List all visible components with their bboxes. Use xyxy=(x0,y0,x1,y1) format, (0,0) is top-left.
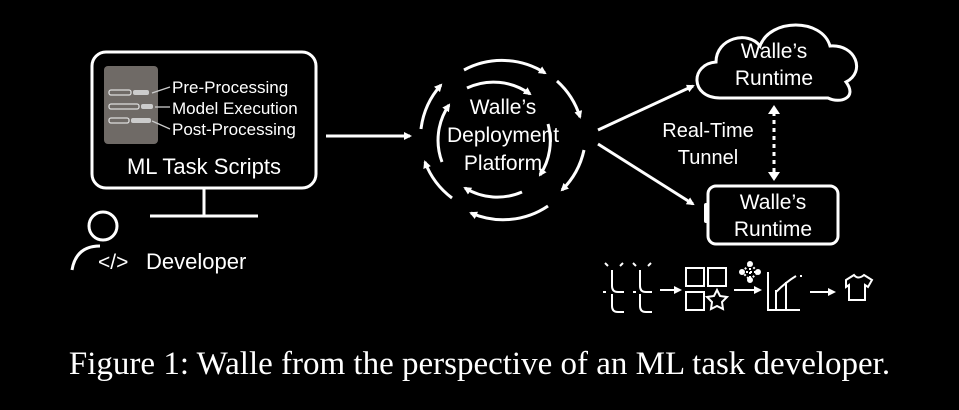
developer-icon xyxy=(70,210,119,271)
platform-line-2: Deployment xyxy=(447,124,559,147)
cycle-arrows-icon xyxy=(419,58,586,222)
step-pre-processing: Pre-Processing xyxy=(172,78,288,97)
script-file-icon xyxy=(104,66,171,144)
step-post-processing: Post-Processing xyxy=(172,120,296,139)
step-model-execution: Model Execution xyxy=(172,99,298,118)
chart-icon xyxy=(767,272,804,311)
figure-caption: Figure 1: Walle from the perspective of … xyxy=(68,346,891,382)
tunnel-line-1: Real-Time xyxy=(662,120,754,142)
code-symbol: </> xyxy=(98,251,128,274)
cloud-shape xyxy=(695,23,859,102)
tshirt-icon xyxy=(845,273,874,301)
platform-line-1: Walle’s xyxy=(470,96,537,119)
developer-label: Developer xyxy=(146,249,246,274)
arrow-to-device xyxy=(597,142,695,206)
hand-gesture-icon xyxy=(603,262,652,313)
neural-net-icon xyxy=(739,261,761,283)
platform-line-3: Platform xyxy=(464,152,542,175)
tunnel-line-2: Tunnel xyxy=(678,147,738,169)
monitor-label: ML Task Scripts xyxy=(127,154,281,179)
cloud-runtime-line-1: Walle’s xyxy=(741,40,808,63)
walle-diagram: Pre-Processing Model Execution Post-Proc… xyxy=(70,23,874,313)
device-runtime-line-1: Walle’s xyxy=(740,191,807,214)
arrow-to-cloud xyxy=(597,84,695,132)
grid-squares-icon xyxy=(685,267,727,311)
star-icon xyxy=(704,287,730,311)
device-side-button-icon xyxy=(704,203,709,223)
device-runtime-line-2: Runtime xyxy=(734,218,812,241)
monitor: Pre-Processing Model Execution Post-Proc… xyxy=(90,50,318,218)
cloud-runtime-line-2: Runtime xyxy=(735,67,813,90)
pipeline-icons xyxy=(603,261,874,313)
